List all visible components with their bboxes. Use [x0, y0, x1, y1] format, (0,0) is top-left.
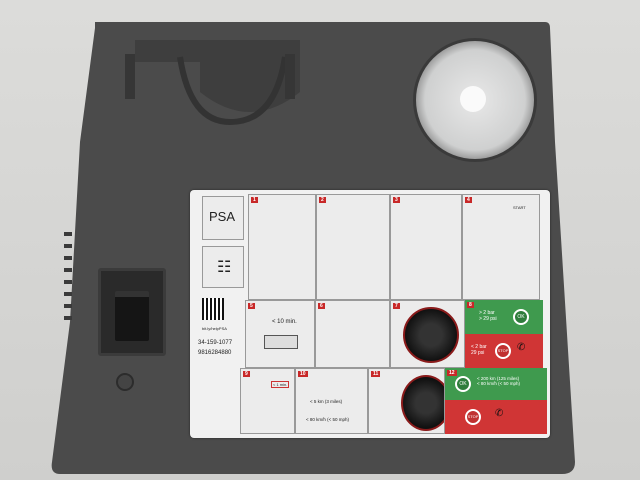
part-number: 34-159-1077 — [198, 340, 233, 346]
step-2: 2 — [316, 194, 390, 300]
step-1: 1 — [248, 194, 316, 300]
pressure-gauge — [413, 38, 537, 162]
ref-number: 9816284880 — [198, 350, 232, 356]
gauge-needle — [460, 86, 486, 112]
step-11: 11 — [368, 368, 445, 434]
step-7: 7 — [390, 300, 465, 368]
instruction-label: PSA ☷ bit.ly/helpPSA 34-159-1077 9816284… — [190, 190, 550, 438]
step-9: 9< 1 min. — [240, 368, 295, 434]
step-3: 3 — [390, 194, 462, 300]
manual-book-icon: ☷ — [202, 246, 244, 288]
psa-logo: PSA — [202, 196, 244, 240]
video-link: bit.ly/helpPSA — [202, 326, 227, 331]
qr-code — [202, 298, 224, 320]
knob[interactable] — [116, 373, 134, 391]
step-5: 5< 10 min. — [245, 300, 315, 368]
power-switch[interactable] — [98, 268, 166, 356]
rocker-switch[interactable] — [115, 291, 149, 341]
step-6: 6 — [315, 300, 390, 368]
step-10: 10< 5 km (3 miles)< 80 km/h (< 50 mph) — [295, 368, 368, 434]
brand-text: PSA — [209, 209, 236, 224]
